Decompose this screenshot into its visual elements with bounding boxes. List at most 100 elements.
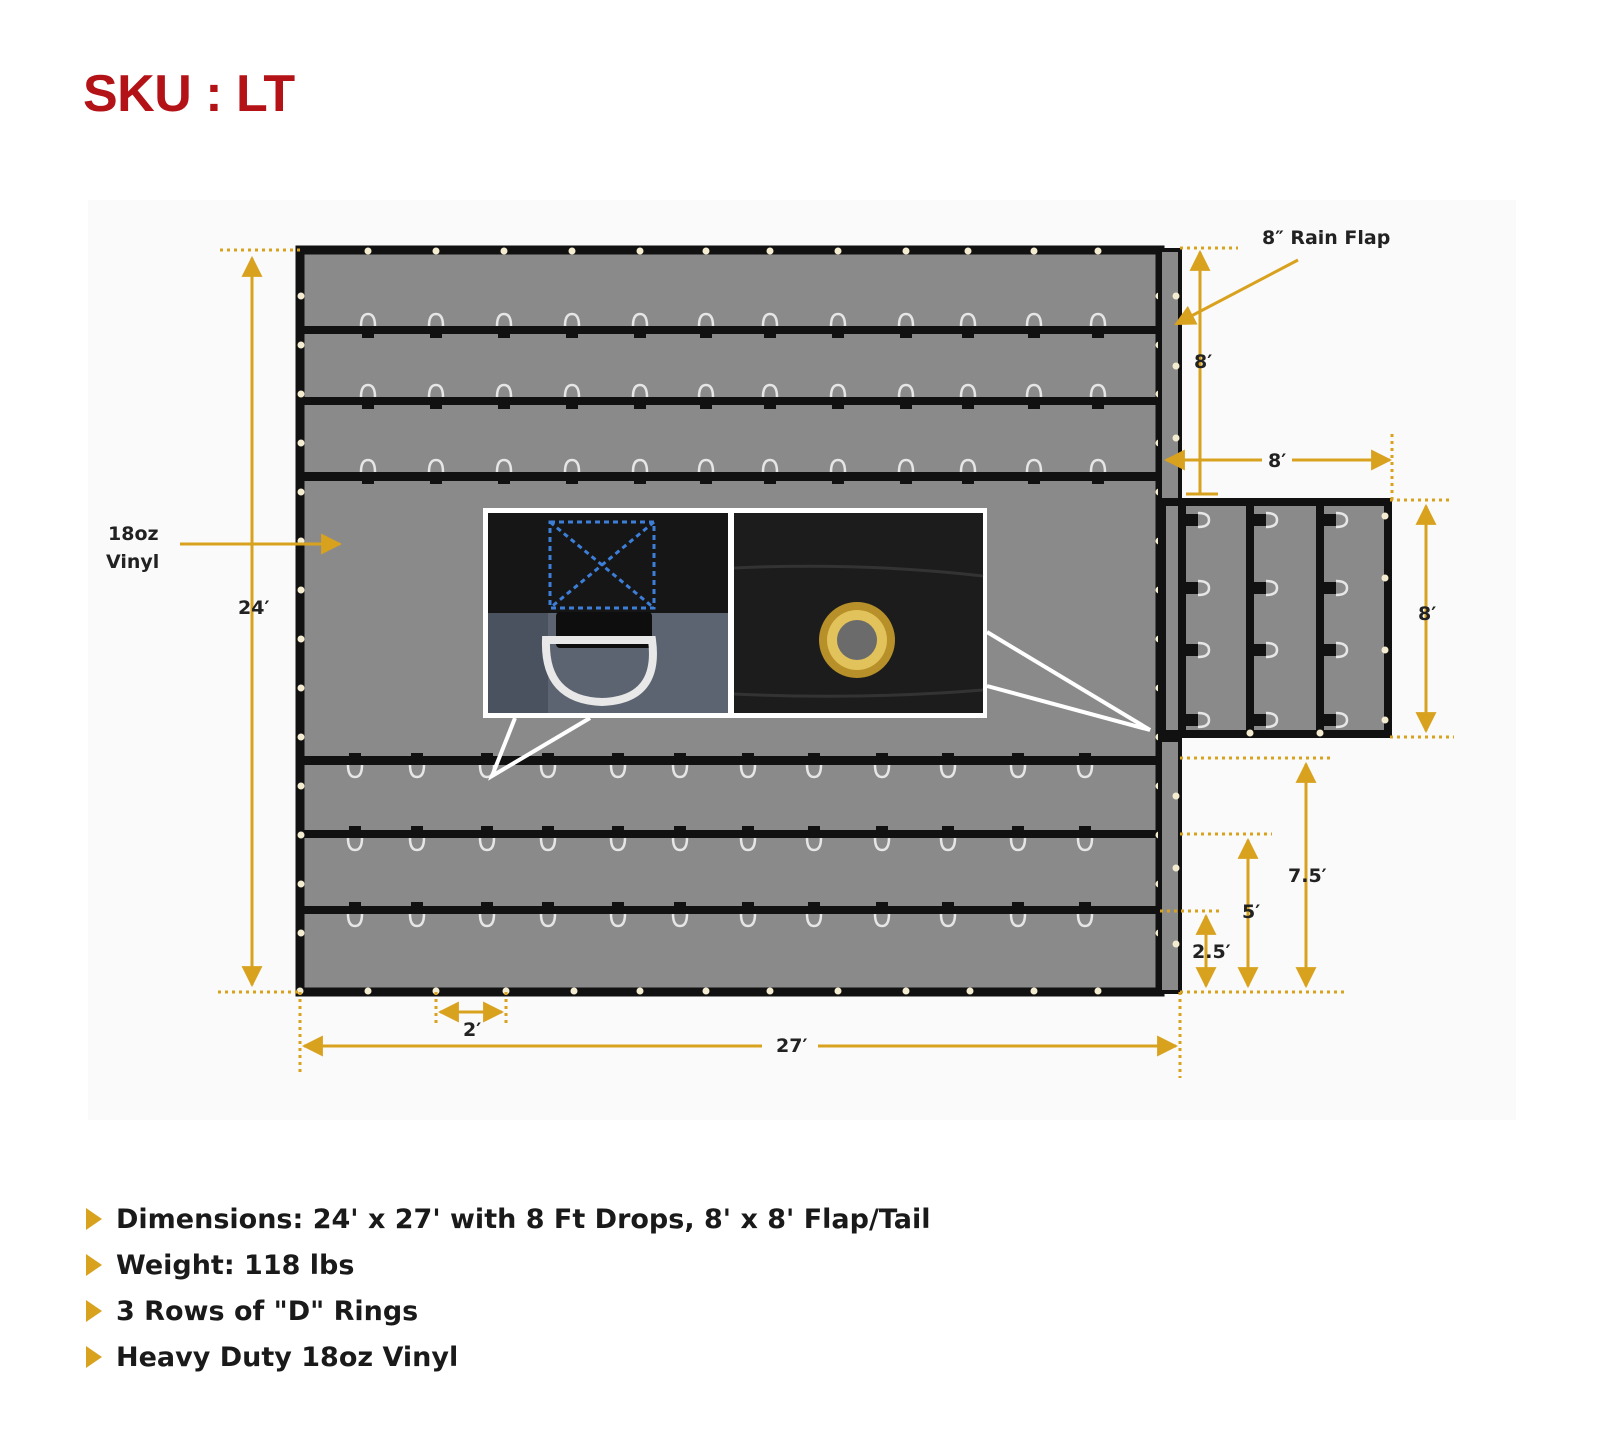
d-ring (761, 312, 779, 338)
d-ring (1324, 711, 1349, 729)
d-ring (739, 826, 757, 852)
d-ring (805, 826, 823, 852)
grommet (702, 987, 710, 995)
rain-flap-pointer (1174, 258, 1299, 326)
d-ring (1089, 383, 1107, 409)
d-ring (1089, 458, 1107, 484)
grommet (364, 247, 372, 255)
d-ring (671, 826, 689, 852)
d-ring (805, 902, 823, 928)
grommet (1030, 247, 1038, 255)
d-ring (408, 902, 426, 928)
grommet (1172, 940, 1180, 948)
d-ring (359, 312, 377, 338)
d-ring (1186, 641, 1211, 659)
d-ring (959, 458, 977, 484)
grommet (297, 831, 305, 839)
d-ring (563, 458, 581, 484)
grommet (1381, 512, 1389, 520)
material-label-line1: 18oz (108, 523, 159, 545)
d-ring (1089, 312, 1107, 338)
arrow-bullet-icon (86, 1346, 102, 1368)
d-ring (829, 458, 847, 484)
d-ring (805, 753, 823, 779)
d-ring (873, 753, 891, 779)
arrow-bullet-icon (86, 1254, 102, 1276)
spec-text: Weight: 118 lbs (116, 1249, 355, 1281)
grommet (636, 987, 644, 995)
grommet (1094, 247, 1102, 255)
grommet (766, 987, 774, 995)
grommet (1381, 574, 1389, 582)
grommet (432, 247, 440, 255)
d-ring (671, 902, 689, 928)
grommet (902, 987, 910, 995)
grommet (432, 987, 440, 995)
grommet (964, 247, 972, 255)
dimension-labels: 8″ Rain Flap 18oz Vinyl 24′ 27′ 2′ 8′ 8′… (106, 227, 1436, 1057)
d-ring-rows-top (359, 312, 1107, 484)
d-ring (873, 826, 891, 852)
spec-item: Heavy Duty 18oz Vinyl (86, 1334, 930, 1380)
d-ring (346, 753, 364, 779)
d-ring (631, 383, 649, 409)
d-ring (408, 753, 426, 779)
grommet (296, 987, 304, 995)
d-ring (631, 458, 649, 484)
d-ring-photo (488, 513, 728, 713)
webbing-strip (300, 906, 1160, 914)
main-tarp (295, 245, 1165, 997)
d-ring (939, 753, 957, 779)
grommet (1172, 362, 1180, 370)
d-ring (609, 826, 627, 852)
d-ring (1186, 711, 1211, 729)
grommet (1094, 987, 1102, 995)
d-ring (1009, 902, 1027, 928)
d-ring (829, 312, 847, 338)
spec-text: Heavy Duty 18oz Vinyl (116, 1341, 459, 1373)
grommet-spacing-label: 2′ (463, 1019, 481, 1041)
grommet-photo (733, 513, 984, 713)
d-ring (1254, 511, 1279, 529)
d-ring (1076, 826, 1094, 852)
d-ring (829, 383, 847, 409)
grommet (297, 586, 305, 594)
spacing-7-5-label: 7.5′ (1288, 865, 1327, 887)
d-ring (959, 312, 977, 338)
rain-flap-label: 8″ Rain Flap (1262, 227, 1390, 249)
height-label: 24′ (238, 597, 269, 619)
d-ring (1254, 641, 1279, 659)
tail-webbing (1246, 502, 1254, 734)
d-ring (427, 383, 445, 409)
inset-photos (483, 508, 1152, 781)
tail-grommets (1246, 512, 1389, 737)
spec-item: Weight: 118 lbs (86, 1242, 930, 1288)
grommet (297, 292, 305, 300)
webbing-strip (300, 756, 1160, 765)
d-ring (1254, 579, 1279, 597)
grommet (297, 684, 305, 692)
d-ring (609, 753, 627, 779)
tail-webbing (1316, 502, 1324, 734)
d-ring (1186, 579, 1211, 597)
grommet (297, 390, 305, 398)
grommet (1030, 987, 1038, 995)
grommet (1172, 792, 1180, 800)
d-ring (427, 312, 445, 338)
d-ring (897, 312, 915, 338)
grommet (570, 987, 578, 995)
spec-text: 3 Rows of "D" Rings (116, 1295, 419, 1327)
d-ring (897, 458, 915, 484)
grommet (297, 341, 305, 349)
spacing-2-5-label: 2.5′ (1192, 941, 1231, 963)
grommet (297, 488, 305, 496)
width-label: 27′ (776, 1035, 807, 1057)
spacing-5-label: 5′ (1242, 901, 1260, 923)
tail-height-label: 8′ (1418, 603, 1436, 625)
grommet (1381, 646, 1389, 654)
grommet (1246, 729, 1254, 737)
grommet (502, 987, 510, 995)
grommet (1172, 292, 1180, 300)
grommet (297, 635, 305, 643)
d-ring (1324, 579, 1349, 597)
